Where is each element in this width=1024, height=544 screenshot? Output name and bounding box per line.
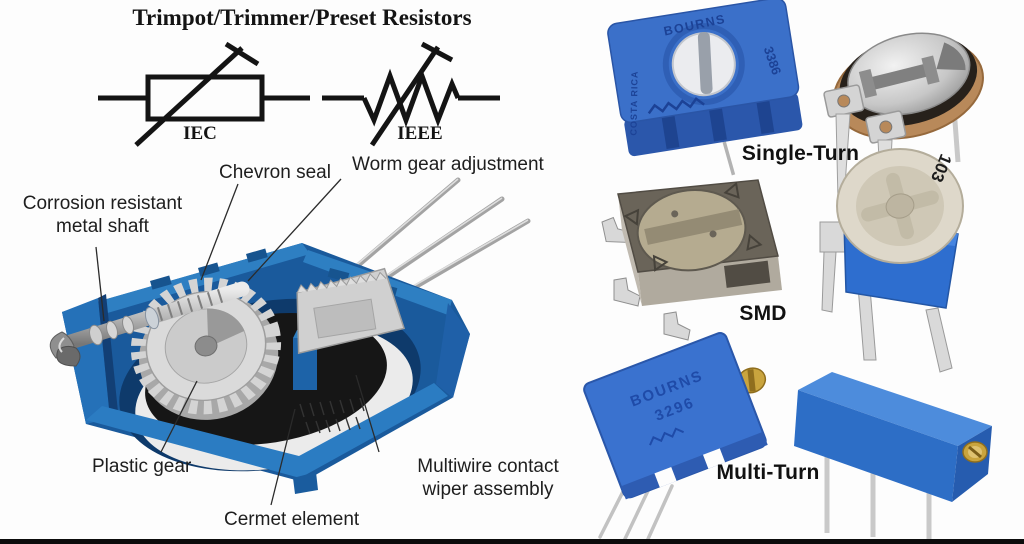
- label-wiper-assembly: Multiwire contact wiper assembly: [417, 456, 559, 501]
- bottom-crop-bar: [0, 539, 1024, 544]
- iec-symbol-label: IEC: [183, 123, 217, 144]
- multiwire-contacts-icon: [299, 397, 365, 435]
- ieee-symbol-icon: [322, 41, 500, 147]
- terminal-pins-icon: [345, 177, 531, 293]
- page-title: Trimpot/Trimmer/Preset Resistors: [132, 5, 472, 30]
- trimpot-smd-photo: [601, 179, 782, 341]
- front-rim-icon: [86, 383, 448, 478]
- trimpot-3386-photo: BOURNS 3386 COSTA RICA: [607, 0, 803, 176]
- label-smd: SMD: [739, 302, 787, 325]
- housing-foot-icon: [293, 472, 318, 494]
- plastic-gear-icon: [130, 277, 282, 420]
- metal-shaft-icon: [49, 281, 250, 367]
- leader-lines: [95, 178, 380, 506]
- trimpot-103-photo: 103: [819, 148, 964, 373]
- ieee-symbol-label: IEEE: [397, 123, 443, 144]
- label-multi-turn: Multi-Turn: [716, 461, 820, 484]
- iec-symbol-icon: [98, 41, 310, 147]
- label-chevron-seal: Chevron seal: [219, 162, 331, 183]
- label-single-turn: Single-Turn: [741, 142, 860, 165]
- label-plastic-gear: Plastic gear: [92, 456, 192, 477]
- trimpot-3296-photo: BOURNS 3296: [583, 332, 768, 543]
- marking-origin-3386: COSTA RICA: [629, 70, 640, 135]
- label-worm-gear: Worm gear adjustment: [352, 154, 544, 175]
- trimpot-multiturn-long-photo: [794, 372, 992, 540]
- wiper-assembly-icon: [296, 267, 406, 355]
- chevron-seal-icon: [144, 306, 160, 330]
- label-metal-shaft: Corrosion resistant metal shaft: [22, 193, 183, 238]
- label-cermet-element: Cermet element: [224, 509, 360, 530]
- cutaway-trimpot-illustration: [49, 177, 531, 506]
